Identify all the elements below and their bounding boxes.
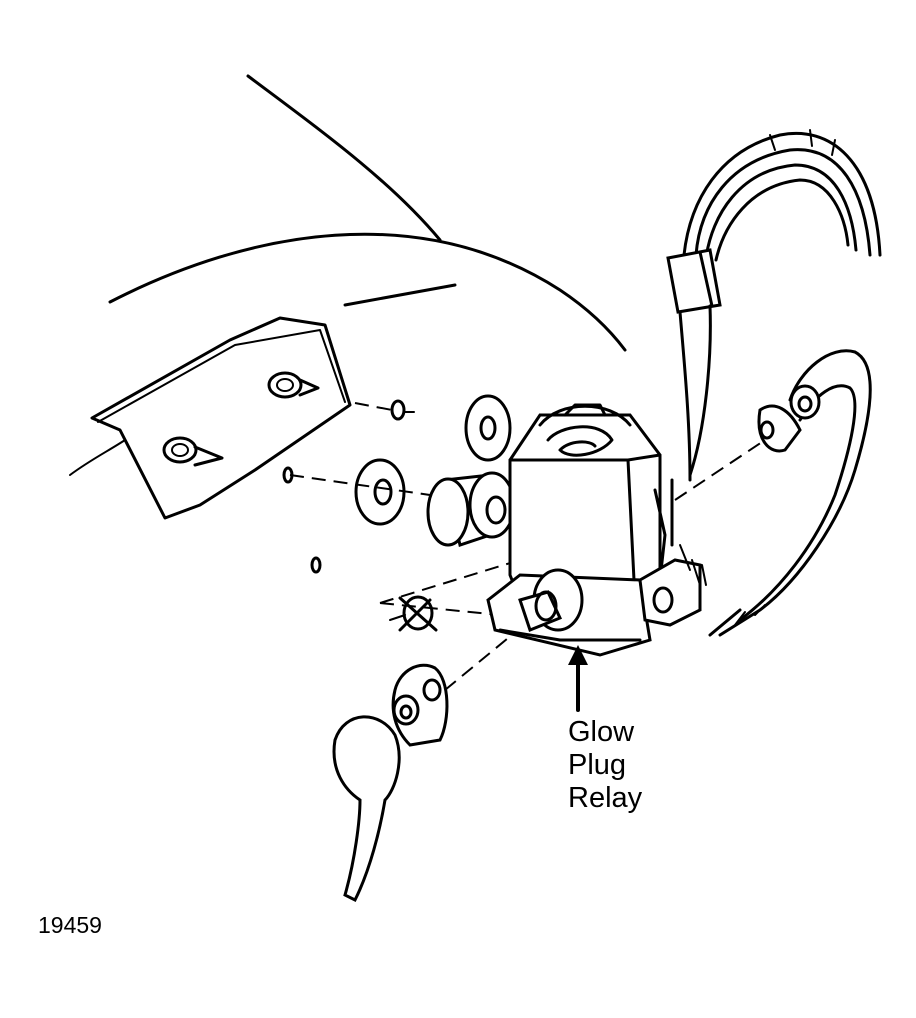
callout-line-1: Glow <box>568 716 635 748</box>
callout-line-3: Relay <box>568 782 643 814</box>
callout-line-2: Plug <box>568 749 627 781</box>
bracket-bolt-upper <box>267 371 320 399</box>
harness-connector <box>666 248 722 482</box>
fender-panel-lines <box>69 74 627 476</box>
clip-small-upper <box>390 399 415 421</box>
figure-number: 19459 <box>38 912 102 938</box>
retaining-nut <box>389 595 438 632</box>
spacer-grommet <box>426 471 516 547</box>
mounting-bracket <box>90 316 352 520</box>
callout-arrow <box>568 645 588 712</box>
wiring-harness-upper <box>682 129 882 262</box>
glow-plug-relay <box>486 403 707 657</box>
washer-upper <box>464 394 512 462</box>
glow-plug-relay-label: Glow Plug Relay <box>568 716 642 815</box>
wire-ring-terminal-lower <box>332 663 449 903</box>
washer-middle <box>354 458 406 526</box>
clip-small-lower <box>310 556 322 574</box>
bracket-bolt-lower <box>162 436 224 467</box>
wire-ring-terminal-right <box>708 349 872 637</box>
